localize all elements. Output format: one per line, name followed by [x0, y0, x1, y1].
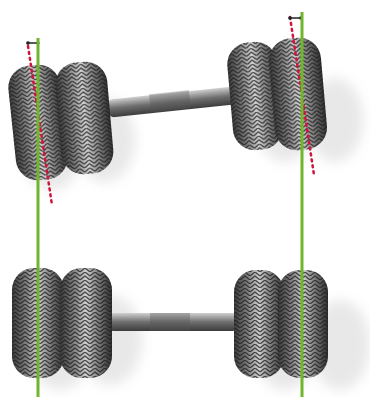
bottom-panel [12, 268, 370, 390]
tire-icon [60, 268, 112, 378]
axle-icon [108, 313, 238, 331]
tire-icon [269, 37, 327, 151]
tilt-indicator [26, 44, 54, 207]
tire-icon [55, 61, 114, 175]
axle-icon [107, 86, 237, 118]
top-panel [8, 15, 363, 207]
tire-icon [234, 270, 284, 378]
tire-icon [227, 41, 283, 151]
